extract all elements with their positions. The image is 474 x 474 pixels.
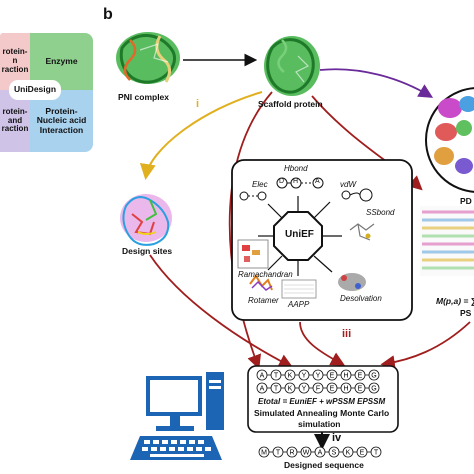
unidesign-center-label: UniDesign — [9, 80, 61, 100]
hbond-atom-a: A — [315, 178, 320, 185]
term-ssbond: SSbond — [366, 208, 395, 217]
scaffold-protein-label: Scaffold protein — [258, 99, 323, 109]
annealing-subtitle: simulation — [298, 419, 341, 429]
term-vdw: vdW — [340, 180, 356, 189]
scaffold-protein-structure — [264, 36, 320, 96]
step-iii-label: iii — [342, 328, 352, 340]
residue-letter: E — [330, 386, 335, 393]
arrow-scaffold-to-annealing — [228, 91, 273, 370]
residue-letter: G — [371, 386, 376, 393]
unief-spokes — [258, 196, 342, 276]
residue-letter: F — [316, 386, 320, 393]
pssm-matrix — [420, 206, 474, 276]
quadrant-protein-ligand: rotein- and raction — [0, 90, 30, 152]
rotamer-diagram — [249, 274, 273, 291]
pdb-label: PD — [460, 196, 472, 206]
ssbond-diagram — [349, 223, 375, 241]
term-ramachandran: Ramachandran — [238, 270, 293, 279]
residue-letter: K — [288, 386, 293, 393]
hbond-atom-h: H — [293, 178, 299, 185]
term-rotamer: Rotamer — [248, 296, 279, 305]
residue-letter: E — [358, 373, 363, 380]
computer-icon — [130, 372, 224, 460]
designed-sequence-label: Designed sequence — [284, 460, 364, 470]
arrow-design-sites-to-annealing — [149, 254, 294, 368]
term-aapp: AAPP — [288, 300, 310, 309]
desolvation-diagram — [338, 273, 366, 291]
arrow-scaffold-to-pdb — [319, 68, 434, 98]
residue-letter: Y — [316, 373, 321, 380]
residue-letter: W — [303, 450, 310, 457]
arrow-pssm-to-annealing — [380, 321, 471, 370]
aapp-table — [281, 279, 317, 299]
residue-letter: K — [346, 450, 351, 457]
residue-letter: T — [274, 373, 279, 380]
elec-diagram — [239, 191, 267, 201]
residue-letter: K — [288, 373, 293, 380]
quadrant-protein-nucleic-acid: Protein- Nucleic acid Interaction — [30, 90, 93, 152]
annealing-title: Simulated Annealing Monte Carlo — [254, 408, 390, 418]
hbond-diagram — [276, 177, 324, 189]
term-elec: Elec — [252, 180, 268, 189]
pni-complex-structure — [116, 32, 180, 84]
residue-letter: Y — [302, 373, 307, 380]
ramachandran-plot — [237, 239, 269, 269]
residue-circle — [368, 369, 380, 381]
residue-letter: R — [289, 450, 294, 457]
pssm-label: PS — [460, 308, 472, 318]
residue-letter: H — [343, 373, 348, 380]
residue-letter: A — [318, 450, 323, 457]
residue-letter: A — [260, 373, 265, 380]
step-i-label: i — [196, 98, 200, 110]
design-sites-structure — [120, 194, 172, 246]
unief-octagon — [273, 211, 323, 261]
residue-letter: G — [371, 373, 376, 380]
design-sites-label: Design sites — [122, 246, 173, 256]
mpa-formula: M(p,a) = ∑ — [436, 296, 474, 306]
residue-letter: Y — [302, 386, 307, 393]
term-hbond: Hbond — [284, 164, 308, 173]
residue-letter: T — [276, 450, 281, 457]
residue-letter: T — [374, 450, 379, 457]
term-desolvation: Desolvation — [340, 294, 382, 303]
residue-letter: E — [358, 386, 363, 393]
residue-letter: E — [360, 450, 365, 457]
residue-circle — [370, 446, 382, 458]
step-iv-label: iv — [332, 432, 342, 444]
residue-letter: S — [332, 450, 337, 457]
energy-equation: Etotal = EuniEF + wPSSM EPSSM — [258, 397, 386, 406]
residue-letter: H — [343, 386, 348, 393]
unief-center-label: UniEF — [285, 229, 314, 240]
pni-complex-label: PNI complex — [118, 92, 170, 102]
residue-letter: A — [260, 386, 265, 393]
hbond-atom-d: D — [279, 178, 285, 185]
vdw-diagram — [341, 188, 373, 202]
arrow-i-to-design-sites — [139, 91, 263, 180]
residue-letter: M — [261, 450, 267, 457]
panel-label-b: b — [103, 6, 113, 23]
arrow-unief-to-annealing — [299, 321, 346, 366]
pdb-structures-circle — [425, 87, 474, 193]
residue-circle — [368, 382, 380, 394]
residue-letter: E — [330, 373, 335, 380]
residue-letter: T — [274, 386, 279, 393]
